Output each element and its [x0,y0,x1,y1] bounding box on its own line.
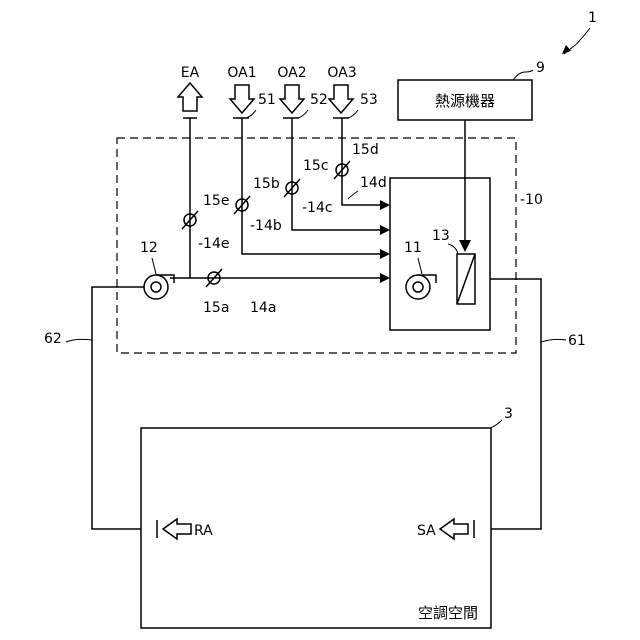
label-fan-11: 11 [404,240,422,256]
oa2-arrow-icon [280,85,304,113]
label-duct-14c: -14c [302,200,333,216]
duct-14a-arrowhead [380,273,390,283]
label-oa2: OA2 [277,65,306,81]
port-52-leader [298,110,308,118]
duct-14d-leader [348,191,358,199]
label-duct-61: 61 [568,333,586,349]
duct-14d-arrowhead [380,200,390,210]
label-duct-14a: 14a [250,300,276,316]
label-oa3: OA3 [327,65,356,81]
label-damper-15c: 15c [303,158,329,174]
duct-61-leader [541,339,566,342]
label-unit-ref: -10 [520,192,543,208]
label-ea: EA [181,65,200,81]
label-space-ref: 3 [504,406,513,422]
label-ra: RA [194,523,213,539]
label-system-ref: 1 [588,10,597,26]
duct-14d [342,118,383,205]
oa3-arrow-icon [329,85,353,113]
label-damper-15e: 15e [203,193,229,209]
label-duct-14d: 14d [360,175,387,191]
label-fan-12: 12 [140,240,158,256]
label-damper-15a: 15a [203,300,229,316]
label-damper-15b: 15b [253,176,280,192]
oa1-arrow-icon [230,85,254,113]
label-port-51: 51 [258,92,276,108]
damper-15b-icon [234,196,250,214]
port-51-leader [246,110,256,118]
damper-15e-icon [182,211,198,229]
duct-14b-arrowhead [380,249,390,259]
space-ref-leader [490,420,502,428]
label-duct-62: 62 [44,331,62,347]
label-coil-13: 13 [432,228,450,244]
system-ref-arrowhead [562,45,571,54]
damper-15d-icon [334,161,350,179]
port-53-leader [348,110,358,118]
duct-62-leader [66,339,92,342]
damper-15c-icon [284,179,300,197]
ea-arrow-icon [178,83,202,111]
damper-15a-icon [206,269,222,287]
heat-source-label: 熱源機器 [435,92,495,110]
label-damper-15d: 15d [352,142,379,158]
label-oa1: OA1 [227,65,256,81]
fan-12-leader [152,258,156,274]
duct-14c-arrowhead [380,225,390,235]
label-port-52: 52 [310,92,328,108]
label-duct-14b: -14b [250,218,282,234]
label-duct-14e: -14e [198,236,229,252]
heat-source-leader [513,70,533,80]
label-sa: SA [417,523,436,539]
space-name-label: 空調空間 [418,604,478,622]
label-port-53: 53 [360,92,378,108]
label-heat-source-ref: 9 [536,60,545,76]
fan-12-icon [144,275,174,299]
